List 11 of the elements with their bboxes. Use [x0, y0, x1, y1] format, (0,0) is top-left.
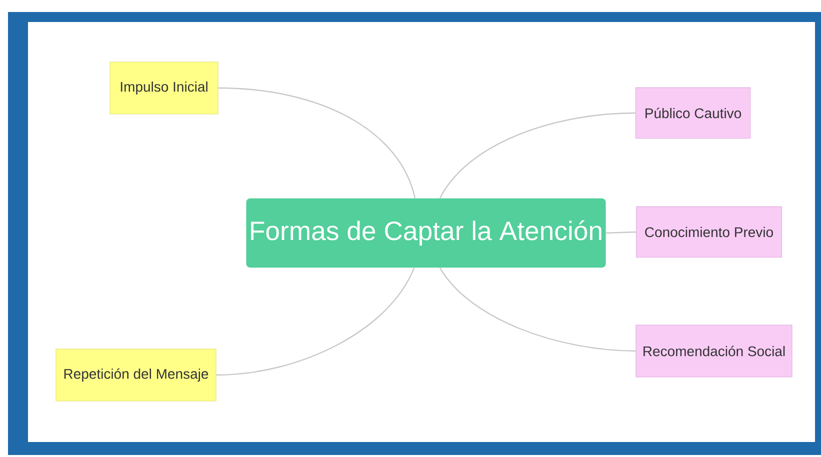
topic-box: Impulso Inicial — [110, 62, 218, 114]
connector-line — [606, 231, 636, 234]
topic-box: Recomendación Social — [636, 324, 792, 378]
connector-line — [218, 87, 416, 198]
connector-line — [216, 268, 415, 376]
connector-line — [440, 268, 636, 352]
topic-box: Público Cautivo — [635, 87, 751, 139]
central-topic-box: Formas de Captar la Atención — [246, 198, 606, 268]
topic-box: Repetición del Mensaje — [56, 348, 216, 402]
topic-box: Conocimiento Previo — [636, 206, 782, 258]
connector-line — [440, 112, 636, 198]
